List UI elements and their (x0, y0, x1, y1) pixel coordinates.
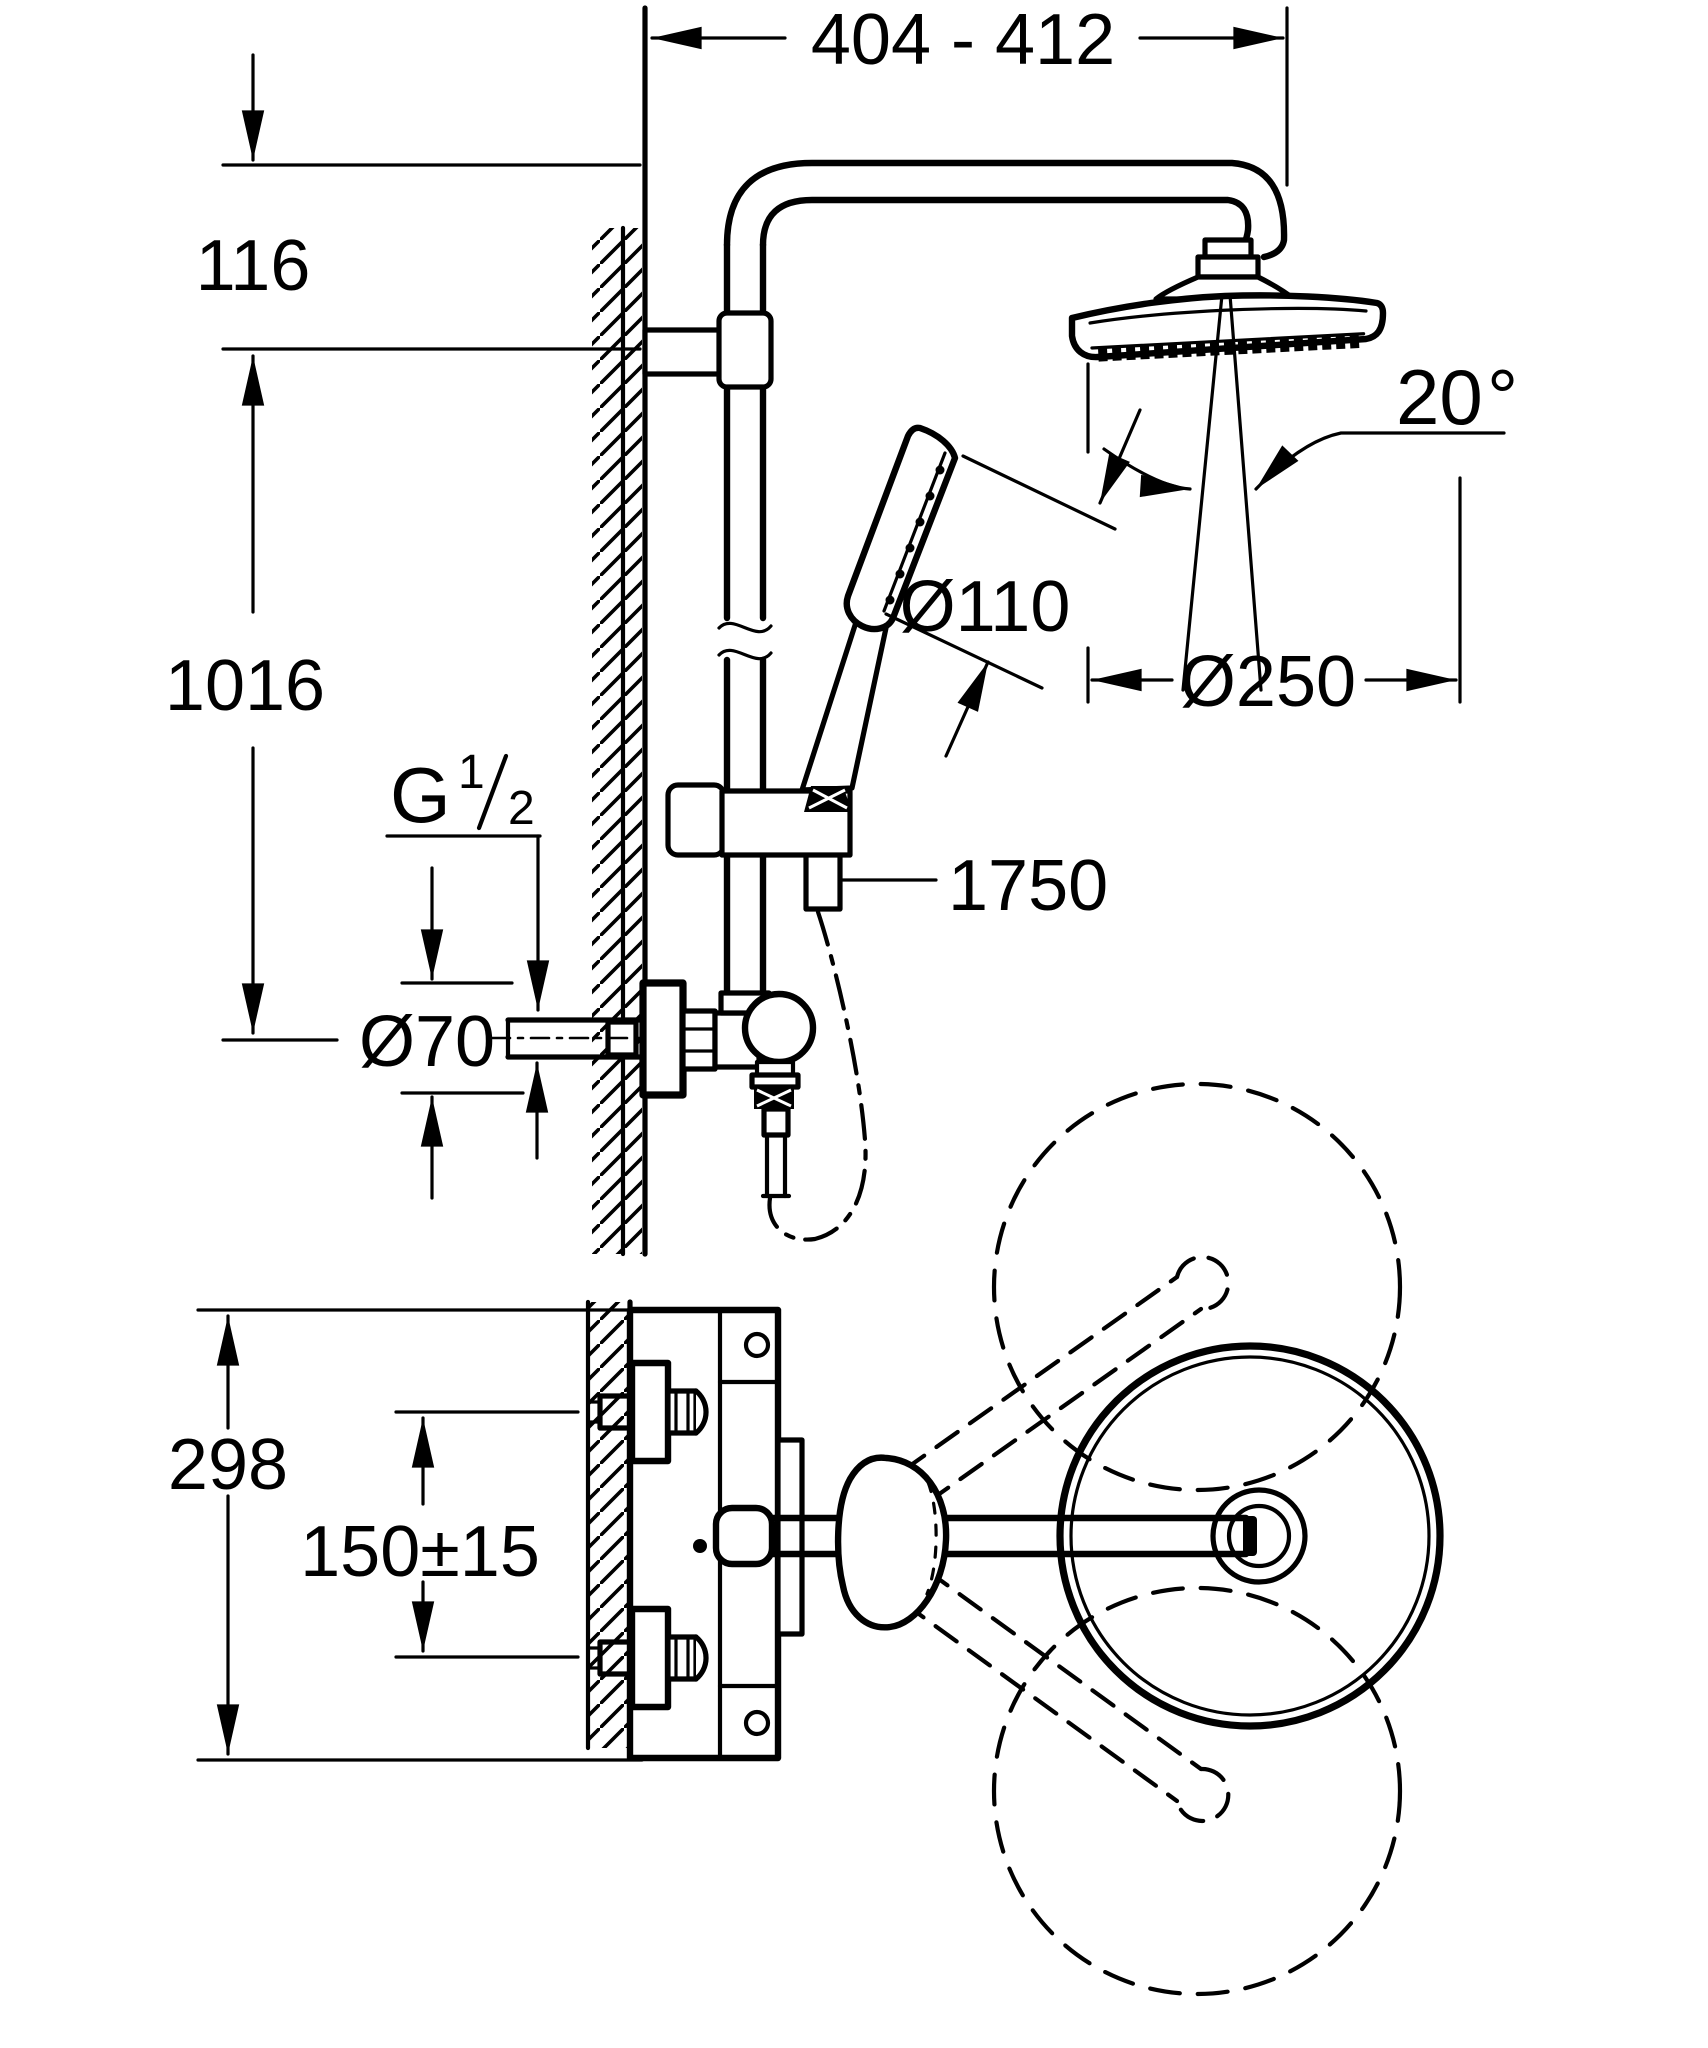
wall-hatch-side (592, 228, 642, 1254)
hand-shower-handle (799, 613, 889, 793)
holder-body (719, 788, 853, 858)
holder-knob (665, 782, 727, 858)
head-disc-rim (1088, 306, 1368, 325)
union-dome (693, 1634, 709, 1682)
valve-assembly-side (490, 979, 817, 1199)
hex-nut-plan (665, 1388, 699, 1436)
spray-angle-annotation: 20 ° (1102, 293, 1518, 692)
inlet-union-top (586, 1359, 709, 1465)
socket-hatch-2 (812, 788, 848, 810)
center-screw-dot (693, 1539, 707, 1553)
arm-outer-edge (723, 159, 1288, 261)
handle-lower-edge-2 (857, 1519, 1204, 1772)
dim-label-116: 116 (196, 226, 311, 306)
dimension-heights: 116 1016 (165, 53, 642, 1042)
angle-unit: ° (1487, 353, 1518, 441)
swing-circle-upper (991, 1081, 1403, 1493)
arm-pipe-tip (1243, 1516, 1257, 1556)
union-dome (693, 1388, 709, 1436)
hand-shower-face-line (882, 451, 947, 613)
angle-value: 20 (1396, 353, 1483, 441)
side-view: 404 - 412 116 1016 (165, 0, 1518, 1257)
head-circle-inner (1069, 1355, 1431, 1717)
dim-label-1016: 1016 (165, 646, 325, 726)
valve-center-block (775, 1437, 805, 1637)
hose-length-annotation: 1750 (838, 846, 1108, 926)
head-disc (1068, 292, 1387, 361)
hand-shower-side (799, 424, 959, 793)
dimension-escutcheon: Ø70 (359, 866, 525, 1200)
screw-hole-bottom (743, 1709, 771, 1737)
spray-line-right (1228, 293, 1263, 692)
dimension-plate-height: 298 (168, 1308, 644, 1762)
shower-hose-loop (767, 909, 868, 1242)
escutcheon-plan (628, 1359, 672, 1465)
hand-shower-face-arc (925, 1480, 938, 1596)
dimension-head-diameter: Ø250 (1086, 362, 1462, 722)
head-circle-outer (1056, 1342, 1444, 1730)
hand-shower-outline-plan (834, 1454, 950, 1631)
dimension-inlet-spacing: 150±15 (300, 1410, 580, 1659)
ball-joint-outer (1210, 1487, 1308, 1585)
extension-lower (884, 612, 1044, 690)
arm-inner-edge (759, 196, 1252, 256)
holder-hose-stub (803, 848, 843, 912)
swing-circle-lower (991, 1585, 1403, 1997)
dim-label-1750: 1750 (948, 846, 1108, 926)
ball-joint-collar (1195, 254, 1261, 280)
dim-label-150: 150±15 (300, 1512, 540, 1592)
handle-upper-cap (1174, 1254, 1231, 1312)
angle-leader-arrow (1254, 431, 1506, 491)
head-shower-plan (1056, 1342, 1444, 1730)
spray-line-left (1181, 293, 1224, 692)
hand-shower-plan (834, 1454, 950, 1631)
inlet-union-bottom (586, 1605, 709, 1711)
dimension-hand-diameter: Ø110 (884, 408, 1142, 758)
dim-label-110: Ø110 (900, 567, 1071, 647)
wall-section-plan (585, 1299, 633, 1751)
ball-joint-inner (1226, 1503, 1292, 1569)
handle-upper-edge-2 (833, 1274, 1180, 1521)
screw-hole-top (743, 1331, 771, 1359)
thread-letter: G (390, 751, 451, 839)
escutcheon-side (639, 979, 687, 1099)
thermostat-knob (741, 990, 817, 1066)
thread-denominator: 2 (508, 782, 535, 835)
handle-lower-edge-1 (833, 1551, 1180, 1804)
wall-hatch-plan (590, 1302, 630, 1748)
escutcheon-plan (628, 1605, 672, 1711)
knurl-hatch-2 (756, 1088, 792, 1108)
head-shower-side (1068, 237, 1387, 362)
hand-shower-head (843, 424, 959, 633)
outlet-collar (749, 1072, 801, 1090)
arm-flange (712, 1504, 776, 1568)
hex-nut-plan (665, 1634, 699, 1682)
wall-section-side (592, 5, 648, 1257)
thread-annotation: G 1 2 (385, 746, 550, 1160)
handle-upper-edge-1 (857, 1306, 1204, 1553)
dim-label-298: 298 (168, 1425, 288, 1505)
arrow-lower (944, 660, 990, 758)
fraction-slash (476, 753, 509, 831)
hand-shower-holder (665, 782, 853, 912)
bracket-sleeve (716, 310, 774, 390)
angle-arrow-left (1102, 447, 1192, 498)
wall-bracket (642, 327, 726, 377)
dim-label-250: Ø250 (1180, 642, 1356, 722)
hand-shower-nozzles (885, 465, 945, 605)
thread-numerator: 1 (458, 746, 485, 799)
hand-shower-swing-positions (833, 1081, 1403, 1997)
dimension-width-range: 404 - 412 (650, 0, 1289, 187)
rail-break-lower (717, 648, 773, 661)
arrow-upper (1098, 408, 1142, 505)
dim-label-70: Ø70 (359, 1002, 495, 1082)
rail-break-upper (717, 621, 773, 634)
union-nut (680, 1008, 718, 1072)
extension-upper (961, 454, 1117, 531)
hose-nut (761, 1106, 791, 1138)
top-view: 298 150±15 (168, 1081, 1444, 1997)
handle-lower-cap (1174, 1766, 1231, 1824)
dim-label-width-range: 404 - 412 (811, 0, 1115, 80)
